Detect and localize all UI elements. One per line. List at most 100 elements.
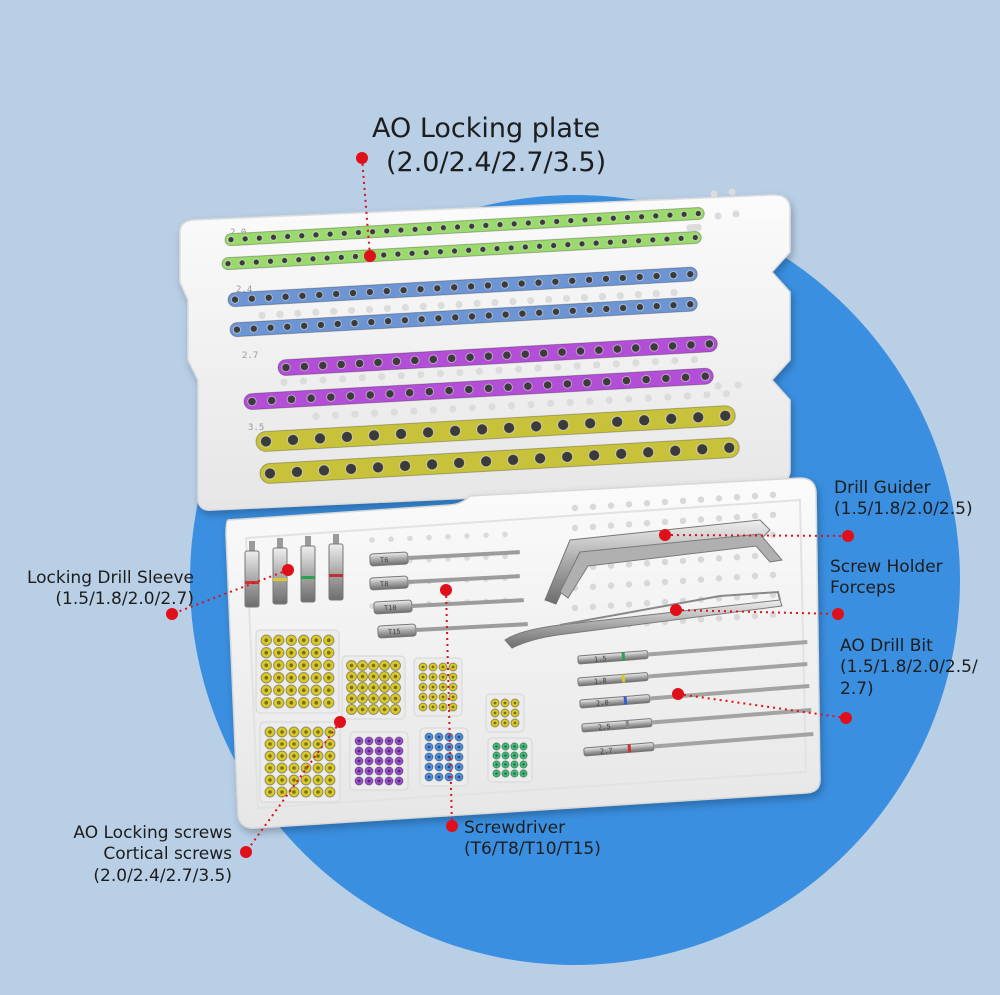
- screw-drive: [357, 779, 361, 783]
- plate-hole: [422, 426, 435, 439]
- screw-drive: [393, 685, 398, 690]
- tray-hole: [319, 376, 327, 384]
- callout-line-bit: [677, 693, 847, 719]
- label-drill-sleeve-line1: Locking Drill Sleeve: [26, 568, 194, 588]
- callout-line-sleeve: [171, 569, 289, 615]
- tray-hole: [598, 293, 607, 301]
- screw-drive: [292, 742, 296, 746]
- plate-hole: [510, 220, 518, 228]
- plate-hole: [483, 383, 494, 394]
- tray-hole: [625, 395, 633, 403]
- plate-hole: [666, 211, 674, 219]
- tray-hole: [258, 311, 266, 319]
- screw-head: [448, 672, 458, 682]
- screw-head: [448, 702, 458, 712]
- plate-hole: [281, 362, 291, 373]
- screw-module-box: [419, 727, 469, 787]
- plate-hole: [333, 319, 342, 329]
- tray-hole: [607, 582, 615, 589]
- tray-hole: [468, 404, 476, 412]
- plate-hole: [594, 345, 604, 355]
- tray-hole: [751, 512, 759, 520]
- screw-head: [298, 684, 310, 696]
- drill-bit: 2.5: [581, 707, 812, 733]
- drill-bits: 1.51.82.02.52.7: [577, 639, 814, 757]
- screw-drive: [371, 674, 376, 679]
- screw-holder-forceps: [504, 590, 783, 649]
- screw-drive: [289, 675, 294, 680]
- screw-drive: [314, 688, 319, 693]
- plate-hole: [351, 253, 359, 261]
- screw-module: [259, 721, 341, 803]
- tray-hole: [625, 601, 633, 608]
- screw-drive: [427, 755, 431, 759]
- screw-head: [260, 672, 272, 684]
- screw-head: [379, 671, 390, 682]
- sleeve-color-band: [245, 581, 259, 584]
- tray-hole: [464, 533, 470, 539]
- plate-hole: [652, 212, 660, 220]
- screw-head: [454, 742, 464, 752]
- tray-hole: [710, 190, 718, 198]
- plate-hole: [482, 221, 490, 229]
- callout-dot: [842, 530, 854, 542]
- drill-bit-shaft: [649, 683, 810, 701]
- plate-hole: [247, 396, 257, 407]
- tray-hole: [661, 558, 669, 566]
- plate-hole: [638, 213, 646, 221]
- screw-head: [264, 726, 276, 738]
- plate-hole: [585, 275, 594, 284]
- plate-hole: [449, 424, 462, 437]
- screw-drive: [349, 707, 354, 712]
- callout-line-plate: [361, 157, 371, 257]
- screw-drive: [503, 711, 507, 715]
- tray-hole: [330, 307, 338, 315]
- tray-hole: [697, 496, 705, 503]
- label-screws-line2: Cortical screws: [103, 844, 232, 865]
- plate-hole: [652, 302, 661, 311]
- screw-head: [357, 704, 368, 715]
- screw-drive: [314, 700, 319, 705]
- screw-drive: [397, 739, 401, 743]
- tray-hole: [455, 300, 463, 309]
- tray-hole: [527, 296, 535, 305]
- screw-drive: [447, 755, 451, 759]
- screw-drive: [495, 745, 498, 748]
- tray-hole: [697, 576, 705, 583]
- plate-hole: [365, 390, 375, 400]
- plate-hole: [496, 221, 504, 229]
- screw-drive: [367, 769, 371, 773]
- tray-hole: [312, 412, 320, 420]
- screw-drive: [268, 778, 272, 782]
- plate-hole: [500, 280, 509, 289]
- screw-head: [501, 742, 510, 751]
- screw-head: [510, 708, 520, 718]
- plate-hole: [567, 217, 575, 225]
- tray-hole: [607, 602, 615, 609]
- plate-hole: [502, 350, 512, 360]
- screw-drive: [326, 638, 331, 643]
- screw-drive: [268, 754, 272, 758]
- plate-hole: [669, 301, 678, 310]
- screw-drive: [360, 696, 365, 701]
- tray-hole: [679, 577, 687, 584]
- screw-drive: [301, 650, 306, 655]
- tray-hole: [407, 535, 413, 542]
- screw-drive: [292, 730, 296, 734]
- screw-head: [374, 736, 384, 746]
- screw-drive: [280, 742, 284, 746]
- tray-hole: [661, 518, 669, 526]
- screw-drive: [522, 754, 525, 757]
- screw-drive: [493, 701, 497, 705]
- tray-hole: [679, 557, 687, 564]
- plate-hole: [284, 232, 292, 240]
- plate-hole: [535, 308, 544, 317]
- plate-hole: [422, 249, 430, 257]
- screw-head: [428, 662, 438, 672]
- screw-drive: [513, 772, 516, 775]
- plate-hole: [557, 347, 567, 357]
- label-screws-line1: AO Locking screws: [73, 823, 232, 843]
- drill-bit: 1.8: [577, 661, 808, 687]
- screw-head: [424, 742, 434, 752]
- screw-head: [454, 772, 464, 782]
